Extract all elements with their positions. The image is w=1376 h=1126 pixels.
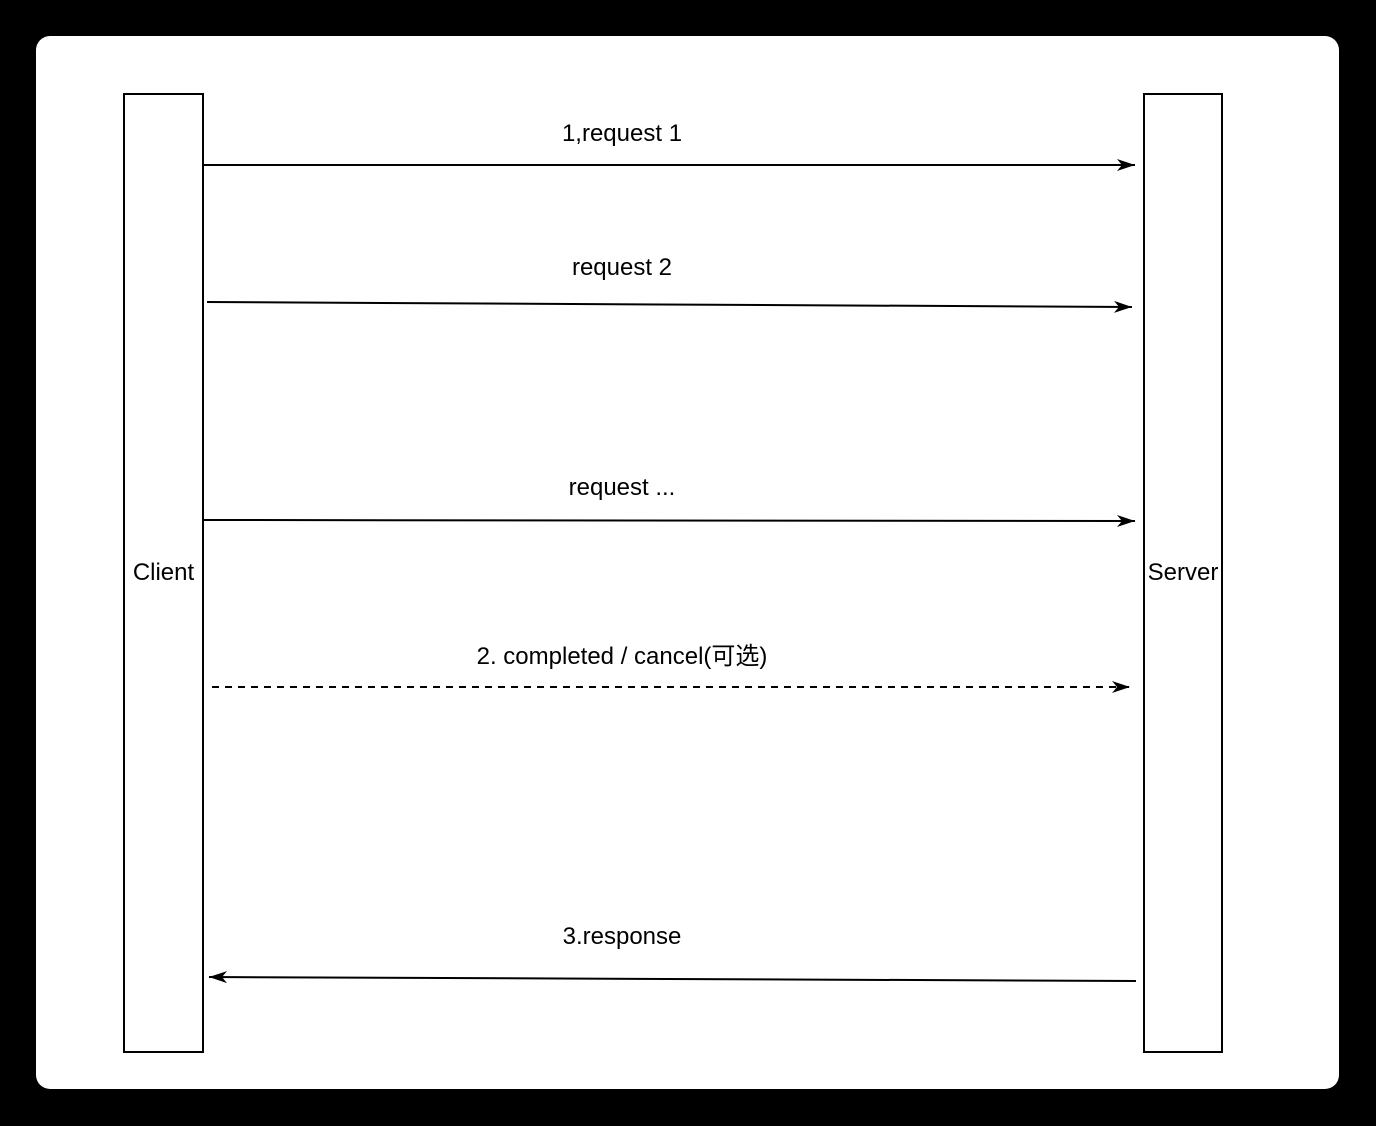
- actor-client-box: Client: [123, 93, 204, 1053]
- message-label-completed-cancel: 2. completed / cancel(可选): [476, 643, 768, 670]
- message-label-request-2: request 2: [571, 254, 673, 281]
- message-label-request-more: request ...: [568, 474, 676, 501]
- message-label-response: 3.response: [562, 923, 682, 950]
- actor-client-label: Client: [132, 559, 195, 586]
- actor-server-box: Server: [1143, 93, 1223, 1053]
- message-arrow-request-more: [203, 514, 1136, 527]
- message-arrow-response: [208, 971, 1137, 984]
- message-arrow-request-2: [206, 300, 1133, 313]
- diagram-canvas: Client Server 1,request 1 request 2 requ…: [36, 36, 1339, 1089]
- message-label-request-1: 1,request 1: [561, 120, 683, 147]
- actor-server-label: Server: [1147, 559, 1219, 586]
